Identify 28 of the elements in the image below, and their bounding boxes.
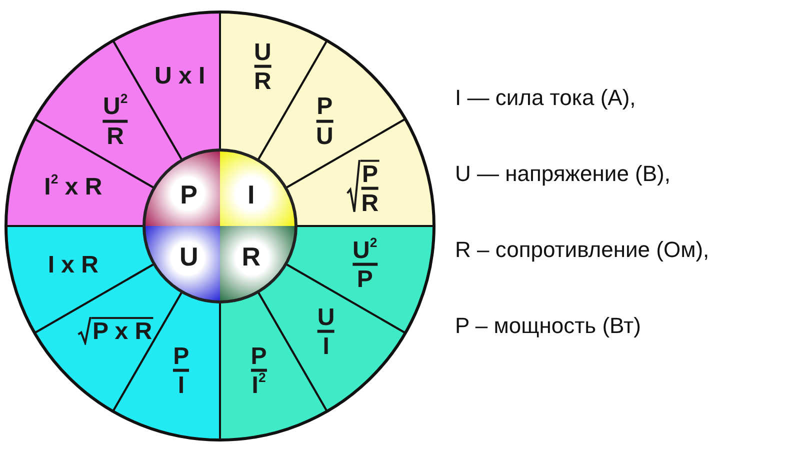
denominator: I: [317, 330, 335, 360]
definition-text: R – сопротивление (Ом),: [455, 237, 710, 263]
formula: I$^{2}$ x R: [44, 174, 102, 200]
denominator: R: [361, 186, 379, 216]
numerator: P: [173, 344, 190, 369]
formula: I x R: [48, 252, 99, 278]
definition-text: P – мощность (Вт): [455, 313, 641, 339]
definition-text: U — напряжение (В),: [455, 161, 670, 187]
numerator: U$^{2}$: [103, 94, 128, 120]
denominator: I$^{2}$: [250, 368, 267, 398]
formula: U x I: [154, 64, 206, 89]
quantity-letter: P: [180, 181, 198, 208]
denominator: R: [103, 119, 128, 149]
numerator: U: [317, 304, 335, 330]
denominator: U: [316, 119, 334, 149]
numerator: P: [361, 162, 379, 187]
formula: P x R: [92, 316, 154, 345]
quantity-letter: I: [248, 181, 255, 208]
numerator: P: [316, 94, 334, 120]
definition-text: I — сила тока (А),: [455, 85, 636, 111]
numerator: U$^{2}$: [352, 238, 378, 263]
numerator: P: [250, 344, 267, 369]
denominator: P: [352, 262, 378, 292]
numerator: U: [254, 39, 272, 65]
quantity-letter: R: [242, 244, 261, 271]
denominator: R: [254, 64, 272, 94]
quantity-letter: U: [179, 244, 198, 271]
denominator: I: [173, 368, 190, 398]
